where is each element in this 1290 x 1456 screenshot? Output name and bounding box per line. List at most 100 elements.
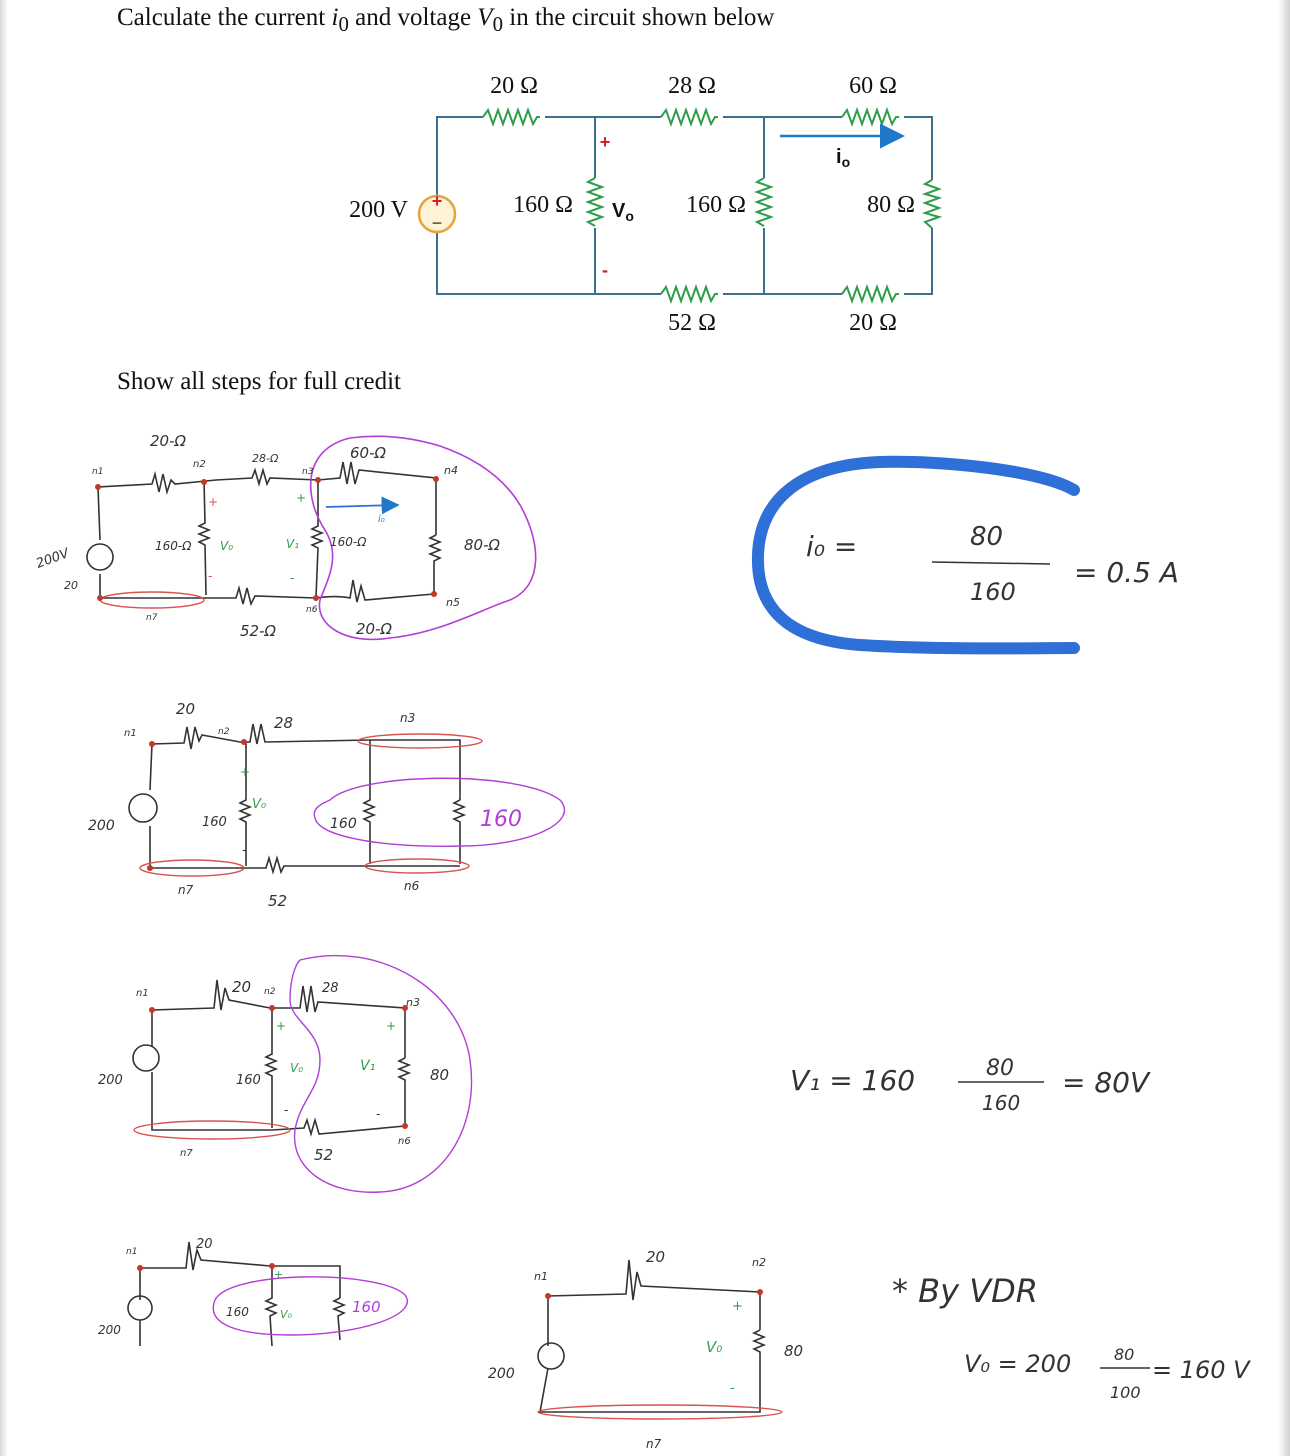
vdr-lhs: V₀ = 200 — [964, 1350, 1071, 1378]
s4-plus: + — [274, 1268, 283, 1281]
s3-n2: n2 — [264, 987, 276, 997]
s3-minus2: - — [376, 1107, 380, 1121]
s3-n6: n6 — [398, 1136, 411, 1147]
label-r6: 80 Ω — [867, 192, 915, 218]
io-eq-lhs: i₀ = — [806, 530, 857, 563]
s1-n4: n4 — [444, 464, 458, 477]
resistor-60-top — [841, 107, 899, 127]
io-highlight-bracket — [751, 455, 1080, 655]
s2-n1: n1 — [124, 728, 137, 739]
vdr-rhs: = 160 V — [1152, 1356, 1251, 1384]
v1-equation: V₁ = 160 80 160 = 80V — [790, 1056, 1151, 1115]
s5-r80: 80 — [784, 1342, 803, 1360]
textbook-circuit: + − 20 Ω 28 Ω 60 Ω 160 Ω 160 Ω 80 Ω 52 Ω… — [349, 73, 943, 336]
s2-src: 200 — [88, 818, 115, 834]
s2-n2: n2 — [218, 727, 230, 737]
s2-req: 160 — [480, 807, 522, 832]
s1-r20b: 20-Ω — [356, 620, 392, 638]
s3-v1: V₁ — [360, 1058, 375, 1074]
label-r5: 160 Ω — [686, 192, 746, 218]
s1-s20: 20 — [64, 579, 78, 592]
s3-n7: n7 — [180, 1148, 193, 1159]
s2-plus: + — [240, 765, 250, 779]
resistor-80-right — [921, 179, 943, 229]
sketch1-io-arrow — [325, 496, 400, 515]
label-r1: 20 Ω — [490, 73, 538, 99]
io-equation: i₀ = 80 160 = 0.5 A — [751, 455, 1179, 655]
s2-n6: n6 — [404, 879, 420, 893]
s3-r28: 28 — [322, 981, 339, 996]
resistor-28-top — [660, 107, 718, 127]
s1-src: 200V — [34, 546, 72, 572]
v1-eq-den: 160 — [982, 1091, 1020, 1115]
vdr-title: * By VDR — [892, 1272, 1038, 1310]
resistor-160-left — [585, 177, 605, 227]
s1-plus2: + — [296, 491, 306, 505]
s5-minus: - — [730, 1381, 735, 1396]
s3-vo: V₀ — [290, 1061, 303, 1075]
problem-statement: Calculate the current i0 and voltage V0 … — [117, 4, 775, 36]
s1-vo: V₀ — [220, 539, 233, 553]
io-eq-rhs: = 0.5 A — [1074, 556, 1179, 589]
io-label: io — [836, 146, 850, 170]
page-right-edge — [1278, 0, 1290, 1456]
s5-n1: n1 — [534, 1270, 548, 1283]
source-minus: − — [432, 213, 443, 233]
s5-n7: n7 — [646, 1437, 662, 1451]
s1-r160b: 160-Ω — [330, 535, 367, 549]
vdr-equation: * By VDR V₀ = 200 80 100 = 160 V — [892, 1272, 1251, 1402]
resistor-20-top — [482, 107, 540, 127]
s1-n6: n6 — [306, 605, 318, 615]
s1-io: i₀ — [378, 514, 385, 525]
s3-r160: 160 — [236, 1073, 261, 1088]
v1-eq-lhs: V₁ = 160 — [790, 1064, 915, 1097]
resistor-20-bottom — [841, 284, 899, 304]
s1-r160a: 160-Ω — [155, 539, 192, 553]
voltage-source: + − — [417, 191, 457, 234]
s3-r80: 80 — [430, 1066, 449, 1084]
circuit-labels: 20 Ω 28 Ω 60 Ω 160 Ω 160 Ω 80 Ω 52 Ω 20 … — [349, 73, 915, 336]
s3-plus: + — [276, 1019, 286, 1033]
s3-minus: - — [284, 1103, 288, 1117]
s5-vo: V₀ — [706, 1338, 722, 1356]
s2-vo: V₀ — [252, 797, 267, 812]
v1-eq-rhs: = 80V — [1062, 1066, 1151, 1099]
s3-plus2: + — [386, 1019, 396, 1033]
s1-n5: n5 — [446, 596, 460, 609]
s4-r160: 160 — [226, 1305, 249, 1319]
circuit-wires — [436, 116, 933, 295]
label-r2: 28 Ω — [668, 73, 716, 99]
s2-r28: 28 — [274, 714, 293, 732]
sketch1-red-ring — [99, 591, 205, 609]
s4-vo: V₀ — [280, 1308, 293, 1321]
s2-r20: 20 — [176, 700, 195, 718]
resistor-160-mid — [754, 177, 774, 227]
s1-n1: n1 — [92, 467, 103, 477]
s3-r20: 20 — [232, 978, 251, 996]
s2-r52: 52 — [268, 892, 287, 910]
s1-r60: 60-Ω — [350, 444, 386, 462]
vo-plus: + — [600, 132, 611, 152]
s5-n2: n2 — [752, 1256, 766, 1269]
s3-src: 200 — [98, 1073, 123, 1088]
s1-n7: n7 — [146, 613, 158, 623]
s3-n3: n3 — [406, 996, 420, 1009]
s3-n1: n1 — [136, 988, 149, 999]
s1-minus: - — [208, 569, 212, 583]
s1-r28: 28-Ω — [252, 452, 279, 465]
sketch-5: 20 80 200 n1 n2 n7 V₀ + - — [488, 1248, 803, 1451]
s2-minus: - — [242, 843, 246, 857]
vdr-den: 100 — [1110, 1383, 1141, 1402]
credit-note: Show all steps for full credit — [117, 368, 401, 395]
s5-plus: + — [732, 1299, 743, 1314]
label-r4: 160 Ω — [513, 192, 573, 218]
s4-src: 200 — [98, 1323, 121, 1337]
source-plus: + — [432, 191, 443, 211]
s1-r80: 80-Ω — [464, 536, 500, 554]
label-r3: 60 Ω — [849, 73, 897, 99]
s4-r20: 20 — [196, 1237, 213, 1252]
v1-eq-num: 80 — [986, 1056, 1014, 1081]
sketch-2: 20 28 160 160 160 52 200 n1 n2 n3 n6 n7 … — [88, 700, 566, 910]
